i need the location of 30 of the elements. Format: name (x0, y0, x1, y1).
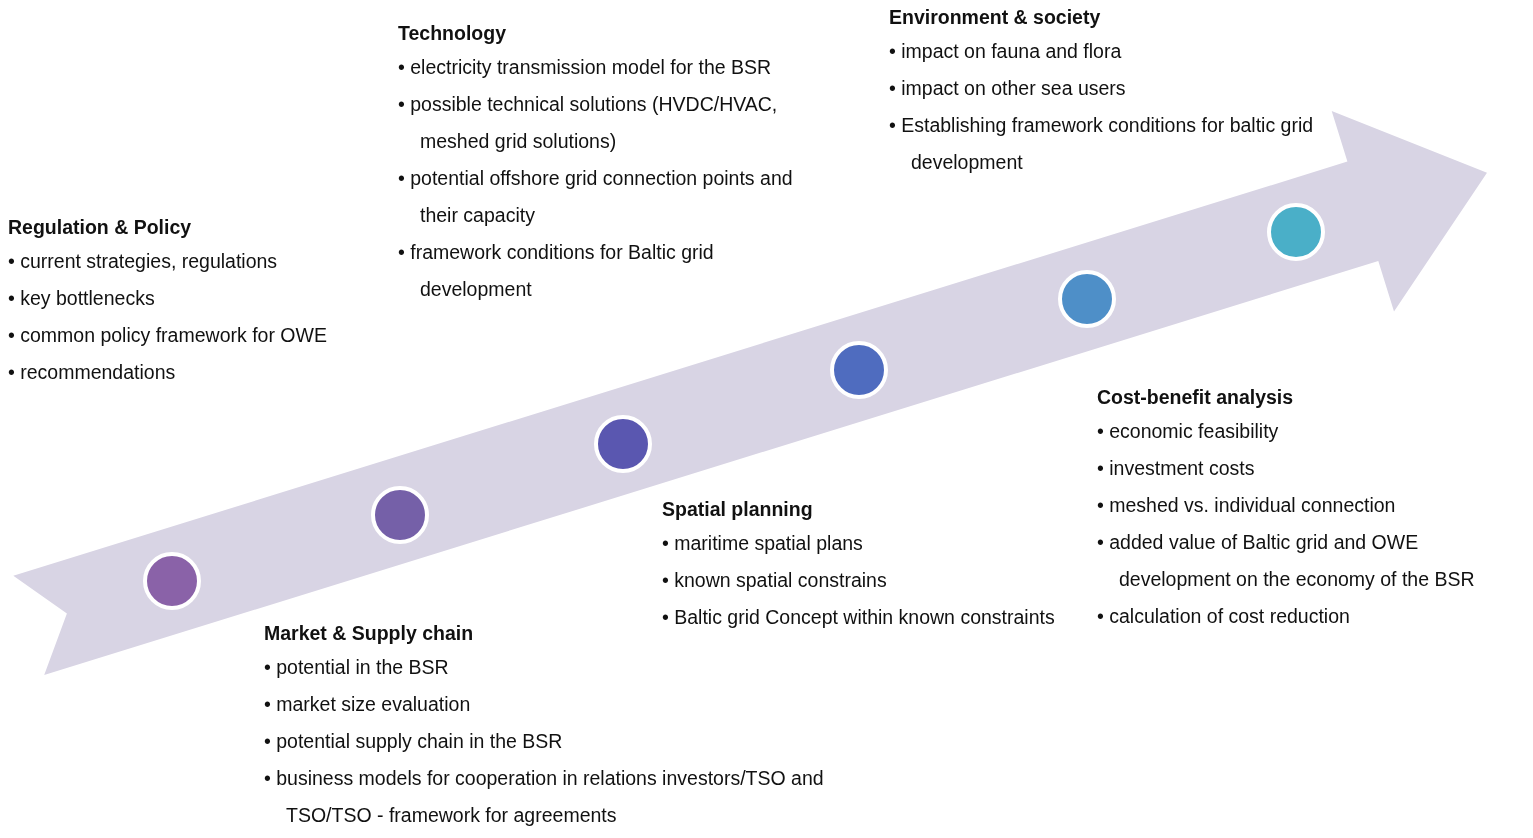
bullet-item: • Establishing framework conditions for baltic grid development (889, 113, 1315, 175)
bullet-item: • known spatial constrains (662, 568, 888, 593)
section-heading: Market & Supply chain (264, 622, 474, 645)
bullet-item: • electricity transmission model for the BSR (398, 55, 773, 80)
bullet-item: • Baltic grid Concept within known constraints (662, 605, 1056, 630)
bullet-item: • impact on other sea users (889, 76, 1127, 101)
bullet-item: • business models for cooperation in relations investors/TSO and TSO/TSO - framework for agreements (264, 766, 825, 828)
bullet-item: • possible technical solutions (HVDC/HVAC, meshed grid solutions) (398, 92, 779, 154)
bullet-item: • potential in the BSR (264, 655, 450, 680)
bullet-item: • added value of Baltic grid and OWE development on the economy of the BSR (1097, 530, 1476, 592)
section-heading: Spatial planning (662, 498, 813, 521)
bullet-item: • current strategies, regulations (8, 249, 279, 274)
section-heading: Technology (398, 22, 506, 45)
bullet-item: • economic feasibility (1097, 419, 1280, 444)
bullet-item: • potential offshore grid connection points and their capacity (398, 166, 794, 228)
bullet-item: • common policy framework for OWE (8, 323, 328, 348)
block-arrow (13, 111, 1487, 676)
bullet-item: • impact on fauna and flora (889, 39, 1123, 64)
bullet-item: • meshed vs. individual connection (1097, 493, 1397, 518)
bullet-item: • framework conditions for Baltic grid development (398, 240, 715, 302)
bullet-item: • investment costs (1097, 456, 1256, 481)
section-heading: Cost-benefit analysis (1097, 386, 1294, 409)
bullet-item: • recommendations (8, 360, 177, 385)
bullet-item: • maritime spatial plans (662, 531, 864, 556)
section-heading: Environment & society (889, 6, 1101, 29)
bullet-item: • market size evaluation (264, 692, 472, 717)
bullet-item: • potential supply chain in the BSR (264, 729, 564, 754)
section-heading: Regulation & Policy (8, 216, 192, 239)
bullet-item: • key bottlenecks (8, 286, 156, 311)
bullet-item: • calculation of cost reduction (1097, 604, 1351, 629)
